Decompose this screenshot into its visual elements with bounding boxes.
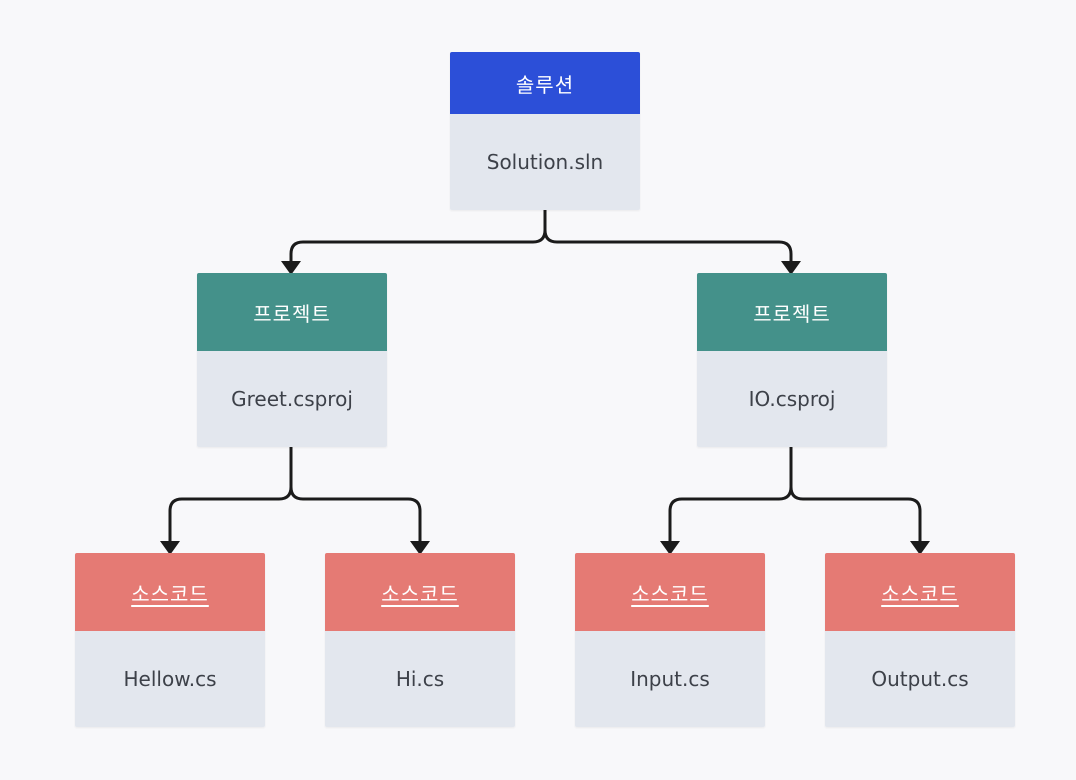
project-header-label: 프로젝트 (253, 301, 331, 326)
project-header: 프로젝트 (697, 273, 887, 351)
source-header: 소스코드 (825, 553, 1015, 631)
source-body: Hellow.cs (75, 631, 265, 727)
source-header-label: 소스코드 (131, 581, 209, 606)
source-node-hi: 소스코드 Hi.cs (325, 553, 515, 727)
source-header-label: 소스코드 (881, 581, 959, 606)
arrowhead-output (910, 541, 930, 555)
project-header: 프로젝트 (197, 273, 387, 351)
source-header: 소스코드 (575, 553, 765, 631)
connector-greet-to-hi (289, 447, 422, 543)
solution-body: Solution.sln (450, 114, 640, 210)
project-body: Greet.csproj (197, 351, 387, 447)
arrowhead-hi (410, 541, 430, 555)
source-node-output: 소스코드 Output.cs (825, 553, 1015, 727)
source-body: Output.cs (825, 631, 1015, 727)
source-header: 소스코드 (325, 553, 515, 631)
source-header-label: 소스코드 (631, 581, 709, 606)
source-name: Hi.cs (395, 667, 445, 691)
arrowhead-hellow (160, 541, 180, 555)
source-header: 소스코드 (75, 553, 265, 631)
solution-header-label: 솔루션 (515, 72, 575, 97)
connector-solution-to-project-greet (289, 210, 547, 263)
connector-solution-to-project-io (543, 210, 793, 263)
project-name: IO.csproj (748, 387, 836, 411)
source-name: Hellow.cs (123, 667, 217, 691)
connector-greet-to-hellow (168, 447, 293, 543)
project-node-io: 프로젝트 IO.csproj (697, 273, 887, 447)
solution-node: 솔루션 Solution.sln (450, 52, 640, 210)
connector-io-to-output (789, 447, 922, 543)
connector-io-to-input (668, 447, 793, 543)
arrowhead-project-io (781, 261, 801, 275)
solution-header: 솔루션 (450, 52, 640, 114)
project-name: Greet.csproj (231, 387, 353, 411)
source-node-hellow: 소스코드 Hellow.cs (75, 553, 265, 727)
source-name: Output.cs (871, 667, 969, 691)
project-body: IO.csproj (697, 351, 887, 447)
source-header-label: 소스코드 (381, 581, 459, 606)
solution-name: Solution.sln (486, 150, 604, 174)
arrowhead-project-greet (281, 261, 301, 275)
project-node-greet: 프로젝트 Greet.csproj (197, 273, 387, 447)
source-node-input: 소스코드 Input.cs (575, 553, 765, 727)
source-body: Input.cs (575, 631, 765, 727)
arrowhead-input (660, 541, 680, 555)
project-header-label: 프로젝트 (753, 301, 831, 326)
source-body: Hi.cs (325, 631, 515, 727)
source-name: Input.cs (630, 667, 710, 691)
